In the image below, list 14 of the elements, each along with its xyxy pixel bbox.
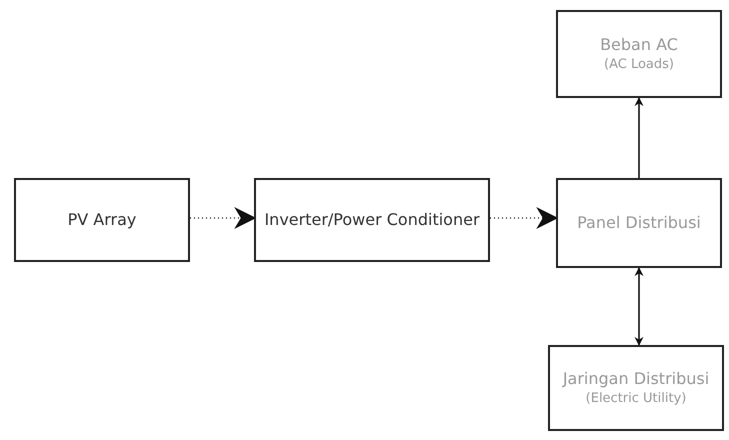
process-box (556, 178, 722, 268)
process-box (254, 178, 490, 262)
process-box (548, 345, 724, 431)
box-label: PV Array (68, 209, 136, 231)
box-label: Inverter/Power Conditioner (264, 209, 480, 231)
box-label: Jaringan Distribusi (562, 368, 710, 390)
process-box (14, 178, 190, 262)
box-label: Panel Distribusi (577, 212, 701, 234)
box-label: (AC Loads) (604, 56, 674, 74)
process-box (556, 10, 722, 98)
arrow (634, 267, 644, 346)
box-label: Beban AC (600, 34, 678, 56)
arrow (634, 97, 644, 178)
box-label: (Electric Utility) (586, 390, 686, 408)
